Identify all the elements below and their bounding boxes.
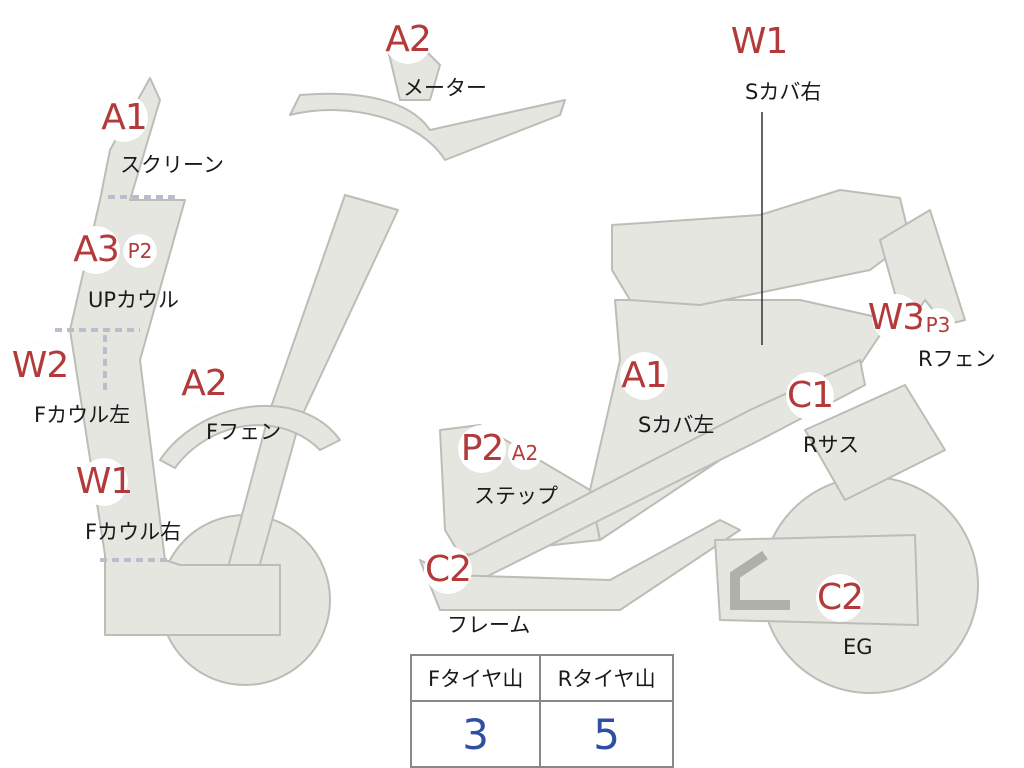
code-badge-screen: A1 bbox=[100, 94, 148, 142]
code-badge-engine: C2 bbox=[816, 574, 864, 622]
code-badge-step: P2 bbox=[458, 425, 506, 473]
exhaust-pipe bbox=[730, 550, 790, 610]
code-badge-up-cowl: A3 bbox=[72, 226, 120, 274]
rear-suspension-shape bbox=[804, 384, 946, 501]
part-label-meter: メーター bbox=[403, 76, 487, 100]
part-label-screen: スクリーン bbox=[120, 153, 224, 177]
part-label-s-cover-left: Sカバ左 bbox=[638, 413, 715, 437]
header-front-tire: Fタイヤ山 bbox=[409, 654, 542, 702]
part-label-up-cowl: UPカウル bbox=[88, 288, 180, 312]
code-badge-f-cowl-right: W1 bbox=[76, 458, 133, 506]
code-badge-r-suspension: C1 bbox=[786, 372, 834, 420]
part-label-f-fender: Fフェン bbox=[206, 420, 282, 444]
front-fender-shape bbox=[159, 404, 341, 469]
value-front-tire: 3 bbox=[409, 700, 542, 768]
code-badge-r-fender: W3 bbox=[868, 294, 925, 342]
sub-badge-up-cowl: P2 bbox=[123, 234, 157, 268]
steering-column bbox=[221, 194, 399, 601]
seat-shape bbox=[611, 189, 911, 306]
part-label-frame: フレーム bbox=[447, 613, 531, 637]
code-badge-f-cowl-left: W2 bbox=[12, 342, 69, 390]
header-rear-tire: Rタイヤ山 bbox=[539, 654, 674, 702]
part-label-engine: EG bbox=[843, 635, 873, 659]
part-label-s-cover-right: Sカバ右 bbox=[745, 80, 822, 104]
code-badge-meter: A2 bbox=[384, 16, 432, 64]
part-label-f-cowl-left: Fカウル左 bbox=[34, 403, 131, 427]
table-value-row: 3 5 bbox=[409, 700, 674, 768]
part-label-r-suspension: Rサス bbox=[803, 433, 860, 457]
table-header-row: Fタイヤ山 Rタイヤ山 bbox=[409, 654, 674, 702]
part-label-r-fender: Rフェン bbox=[918, 347, 996, 371]
code-badge-frame: C2 bbox=[424, 546, 472, 594]
value-rear-tire: 5 bbox=[539, 700, 674, 768]
part-label-f-cowl-right: Fカウル右 bbox=[85, 520, 182, 544]
part-label-step: ステップ bbox=[474, 484, 558, 508]
handlebar bbox=[289, 92, 566, 161]
code-badge-s-cover-left: A1 bbox=[620, 352, 668, 400]
sub-badge-r-fender: P3 bbox=[921, 308, 955, 342]
code-badge-s-cover-right: W1 bbox=[731, 18, 788, 66]
code-badge-f-fender: A2 bbox=[180, 360, 228, 408]
frame-shape bbox=[439, 359, 866, 586]
sub-badge-step: A2 bbox=[508, 436, 542, 470]
frame-lower bbox=[419, 519, 741, 611]
tire-tread-table: Fタイヤ山 Rタイヤ山 3 5 bbox=[409, 654, 674, 768]
